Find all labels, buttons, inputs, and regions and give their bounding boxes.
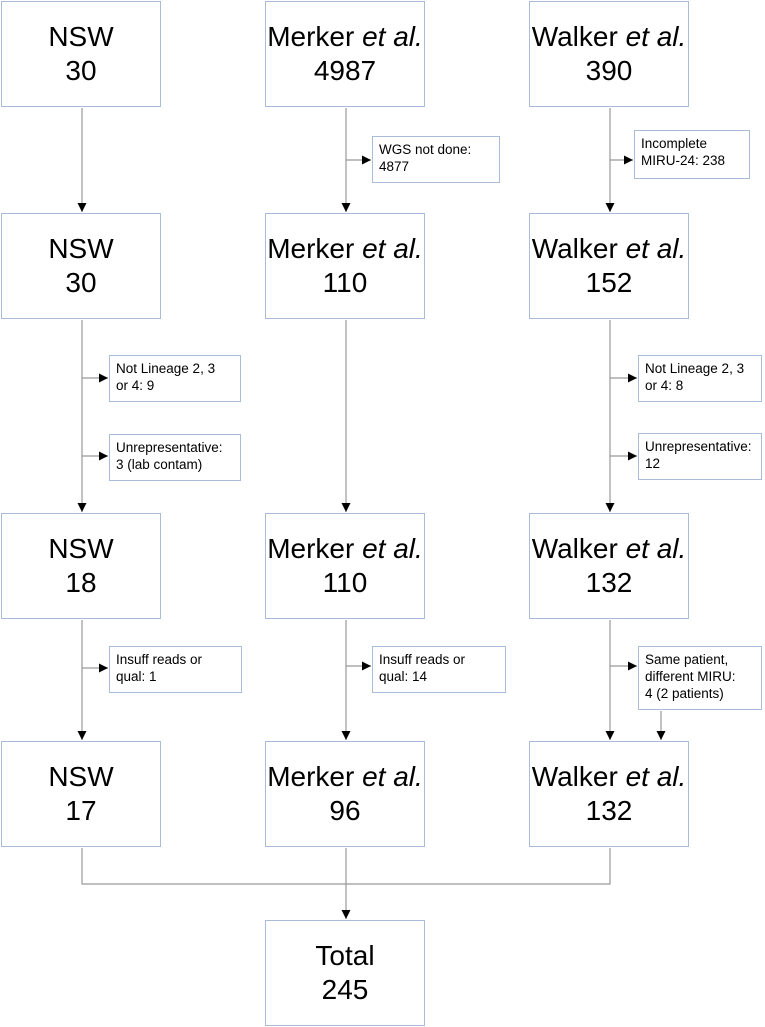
note-line: 4 (2 patients) xyxy=(645,686,724,701)
box-count: 4987 xyxy=(313,55,377,86)
box-title: Merker et al. xyxy=(267,233,423,264)
box-title: Walker et al. xyxy=(531,761,687,792)
box-walker-step3: Walker et al. 132 xyxy=(529,513,689,619)
note-line: Incomplete xyxy=(641,136,708,151)
box-merker-step2: Merker et al. 110 xyxy=(265,213,425,319)
box-title: Walker et al. xyxy=(531,21,687,52)
note-walker-incomplete-miru: Incomplete MIRU-24: 238 xyxy=(634,130,750,179)
box-count: 132 xyxy=(585,567,633,598)
box-count: 132 xyxy=(585,795,633,826)
box-count: 390 xyxy=(585,55,633,86)
note-line: Not Lineage 2, 3 xyxy=(645,361,745,376)
box-merker-step3: Merker et al. 110 xyxy=(265,513,425,619)
box-count: 110 xyxy=(322,567,368,598)
total-count: 245 xyxy=(321,974,369,1005)
box-nsw-step2: NSW 30 xyxy=(1,213,161,319)
note-line: qual: 14 xyxy=(379,669,428,684)
note-line: 4877 xyxy=(379,159,410,174)
note-line: or 4: 8 xyxy=(645,378,684,393)
box-walker-step2: Walker et al. 152 xyxy=(529,213,689,319)
box-title: Walker et al. xyxy=(531,233,687,264)
note-line: or 4: 9 xyxy=(116,378,155,393)
box-count: 30 xyxy=(65,267,97,298)
box-count: 30 xyxy=(65,55,97,86)
note-nsw-not-lineage: Not Lineage 2, 3 or 4: 9 xyxy=(109,355,241,402)
note-line: different MIRU: xyxy=(645,669,736,684)
box-merker-initial: Merker et al. 4987 xyxy=(265,1,425,107)
total-title: Total xyxy=(315,940,375,971)
note-line: Unrepresentative: xyxy=(645,439,752,454)
note-nsw-insuff-reads: Insuff reads or qual: 1 xyxy=(109,646,242,693)
note-line: Insuff reads or xyxy=(379,652,466,667)
box-count: 96 xyxy=(329,795,361,826)
note-walker-same-patient: Same patient, different MIRU: 4 (2 patie… xyxy=(638,646,762,710)
box-nsw-step3: NSW 18 xyxy=(1,513,161,619)
note-nsw-unrepresentative: Unrepresentative: 3 (lab contam) xyxy=(109,434,241,481)
box-nsw-initial: NSW 30 xyxy=(1,1,161,107)
note-walker-not-lineage: Not Lineage 2, 3 or 4: 8 xyxy=(638,355,762,402)
note-walker-unrepresentative: Unrepresentative: 12 xyxy=(638,433,762,480)
note-line: WGS not done: xyxy=(379,142,472,157)
note-line: Insuff reads or xyxy=(116,652,203,667)
note-merker-wgs-not-done: WGS not done: 4877 xyxy=(372,136,500,183)
note-line: Not Lineage 2, 3 xyxy=(116,361,216,376)
box-title: Merker et al. xyxy=(267,533,423,564)
box-merker-final: Merker et al. 96 xyxy=(265,741,425,847)
note-line: MIRU-24: 238 xyxy=(641,153,726,168)
box-total: Total 245 xyxy=(265,920,425,1026)
box-walker-initial: Walker et al. 390 xyxy=(529,1,689,107)
box-title: Merker et al. xyxy=(267,761,423,792)
note-merker-insuff-reads: Insuff reads or qual: 14 xyxy=(372,646,506,693)
box-title: NSW xyxy=(48,21,114,52)
box-walker-final: Walker et al. 132 xyxy=(529,741,689,847)
box-count: 110 xyxy=(322,267,368,298)
box-title: Walker et al. xyxy=(531,533,687,564)
box-title: NSW xyxy=(48,233,114,264)
box-count: 17 xyxy=(65,795,97,826)
note-line: 12 xyxy=(645,456,661,471)
note-line: qual: 1 xyxy=(116,669,157,684)
box-count: 152 xyxy=(585,267,633,298)
note-line: Unrepresentative: xyxy=(116,440,223,455)
box-title: NSW xyxy=(48,533,114,564)
box-nsw-final: NSW 17 xyxy=(1,741,161,847)
note-line: 3 (lab contam) xyxy=(116,457,203,472)
box-title: Merker et al. xyxy=(267,21,423,52)
note-line: Same patient, xyxy=(645,652,729,667)
box-count: 18 xyxy=(65,567,97,598)
box-title: NSW xyxy=(48,761,114,792)
